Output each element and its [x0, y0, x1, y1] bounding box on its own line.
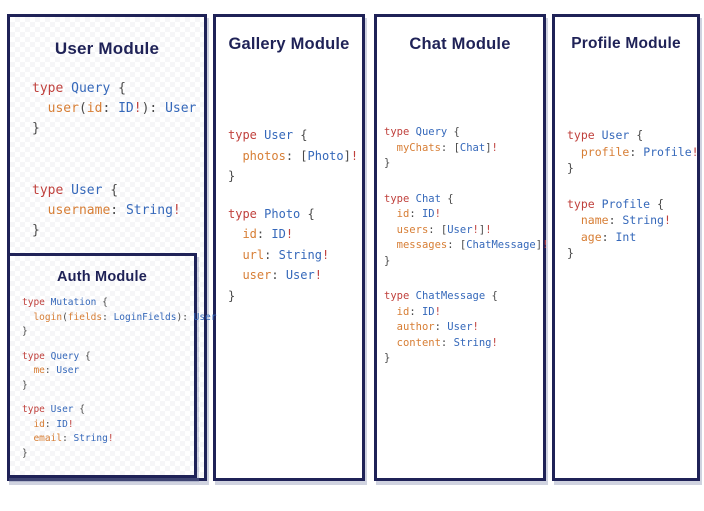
code-line: type Profile { — [567, 196, 664, 211]
code-line: myChats: [Chat]! — [396, 141, 498, 154]
module-title-user: User Module — [54, 39, 160, 58]
code-line: } — [567, 161, 574, 175]
code-block: type Query { myChats: [Chat]!} — [384, 125, 548, 172]
code-block: type ChatMessage { id: ID! author: User!… — [384, 289, 548, 367]
code-editor-chat: type Query { myChats: [Chat]!}type Chat … — [384, 125, 548, 387]
code-block: type User { profile: Profile!} — [567, 127, 699, 177]
code-line: } — [22, 379, 28, 391]
code-line: login(fields: LoginFields): User — [33, 311, 217, 323]
module-title-profile: Profile Module — [571, 35, 681, 52]
code-line: } — [384, 254, 391, 267]
code-block: type Query { user(id: ID!): User} — [32, 79, 196, 139]
code-line: type Mutation { — [22, 297, 108, 308]
code-line: users: [User!]! — [396, 223, 492, 236]
code-line: type User { — [567, 128, 644, 142]
code-line: url: String! — [242, 247, 330, 262]
code-block: type Chat { id: ID! users: [User!]! mess… — [384, 192, 548, 270]
code-line: } — [228, 169, 236, 183]
code-block: type User { photos: [Photo]!} — [228, 125, 358, 187]
code-line: username: String! — [47, 203, 181, 218]
code-line: } — [22, 447, 28, 459]
code-block: type Query { me: User} — [22, 350, 217, 394]
code-line: } — [384, 157, 391, 169]
code-line: type ChatMessage { — [384, 290, 498, 302]
code-line: user(id: ID!): User — [47, 101, 197, 116]
code-line: email: String! — [33, 433, 114, 444]
code-editor-user: type Query { user(id: ID!): User}type Us… — [32, 79, 196, 283]
code-editor-gallery: type User { photos: [Photo]!}type Photo … — [228, 125, 358, 323]
code-line: type Query { — [22, 350, 91, 362]
code-line: } — [32, 223, 40, 238]
code-editor-auth: type Mutation { login(fields: LoginField… — [22, 296, 217, 471]
module-panel-profile: Profile Module type User { profile: Prof… — [552, 14, 700, 481]
module-title-auth: Auth Module — [57, 269, 147, 285]
code-line: } — [384, 352, 391, 364]
code-block: type Photo { id: ID! url: String! user: … — [228, 204, 358, 307]
module-panel-user: User Module type Query { user(id: ID!): … — [7, 14, 207, 481]
code-line: } — [32, 121, 40, 136]
code-line: id: ID! — [242, 227, 294, 241]
code-line: type User { — [22, 404, 85, 415]
code-block: type User { username: String!} — [32, 181, 196, 241]
code-line: id: ID! — [396, 305, 441, 318]
module-panel-auth: Auth Module type Mutation { login(fields… — [7, 253, 217, 478]
code-line: } — [228, 288, 236, 303]
code-line: me: User — [33, 365, 80, 376]
module-panel-chat: Chat Module type Query { myChats: [Chat]… — [374, 14, 548, 481]
code-block: type User { id: ID! email: String!} — [22, 403, 217, 461]
code-line: photos: [Photo]! — [242, 148, 359, 163]
module-panel-gallery: Gallery Module type User { photos: [Phot… — [213, 14, 365, 481]
code-line: type User { — [228, 128, 308, 142]
code-line: type Query { — [32, 81, 126, 96]
code-block: type Mutation { login(fields: LoginField… — [22, 296, 217, 340]
code-line: type Photo { — [228, 206, 315, 221]
module-title-chat: Chat Module — [409, 35, 511, 53]
code-editor-profile: type User { profile: Profile!}type Profi… — [567, 127, 699, 281]
code-line: } — [567, 246, 574, 260]
code-block: type Profile { name: String! age: Int} — [567, 196, 699, 262]
module-title-gallery: Gallery Module — [228, 35, 350, 53]
code-line: age: Int — [580, 229, 637, 244]
code-line: content: String! — [396, 336, 498, 349]
code-line: id: ID! — [396, 208, 441, 220]
code-line: name: String! — [580, 213, 671, 227]
code-line: messages: [ChatMessage]! — [396, 239, 549, 251]
code-line: type Query { — [384, 126, 460, 138]
code-line: type Chat { — [384, 192, 454, 205]
code-line: author: User! — [396, 321, 479, 333]
code-line: id: ID! — [33, 418, 74, 430]
code-line: } — [22, 326, 28, 337]
code-line: type User { — [32, 183, 119, 198]
code-line: user: User! — [242, 268, 322, 282]
code-line: profile: Profile! — [580, 144, 699, 159]
